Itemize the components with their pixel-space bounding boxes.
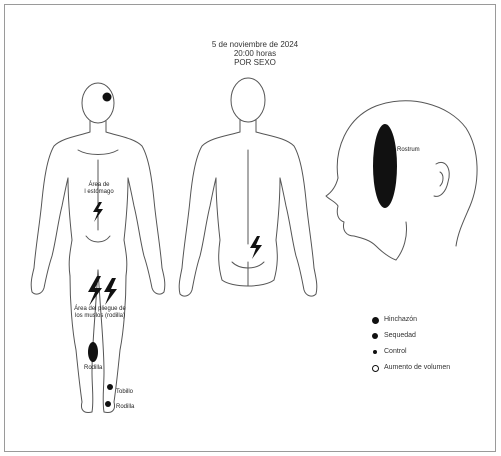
legend-label: Aumento de volumen [384,363,450,373]
head-marker [103,93,112,102]
legend-label: Control [384,347,407,357]
header-date: 5 de noviembre de 2024 [150,40,360,49]
groin-right-lightning-icon [104,278,117,305]
knee-marker [88,342,98,362]
front-body-figure [31,83,165,413]
back-body-figure [179,78,317,296]
groin-label: Área del pliegue de los muslos (rodilla) [64,306,136,320]
knee-label: Rodilla [84,365,102,372]
medium-dot-icon [372,333,378,339]
ankle-label: Tobillo [116,389,133,396]
head-profile-figure [326,101,477,260]
legend-label: Hinchazón [384,315,417,325]
header-time: 20:00 horas [150,49,360,58]
small-dot-icon [373,350,377,354]
large-dot-icon [372,317,379,324]
foot-label: Rodilla [116,404,134,411]
legend-label: Sequedad [384,331,416,341]
ankle-marker [107,384,113,390]
header-title: POR SEXO [150,58,360,67]
foot-marker [105,401,111,407]
diagram-header: 5 de noviembre de 2024 20:00 horas POR S… [150,40,360,67]
open-circle-icon [372,365,379,372]
abdomen-label: Área de l estómago [78,182,120,196]
lower-back-lightning-icon [250,236,262,259]
ear-label: Rostrum [397,147,420,154]
ear-region-marker [373,124,397,208]
